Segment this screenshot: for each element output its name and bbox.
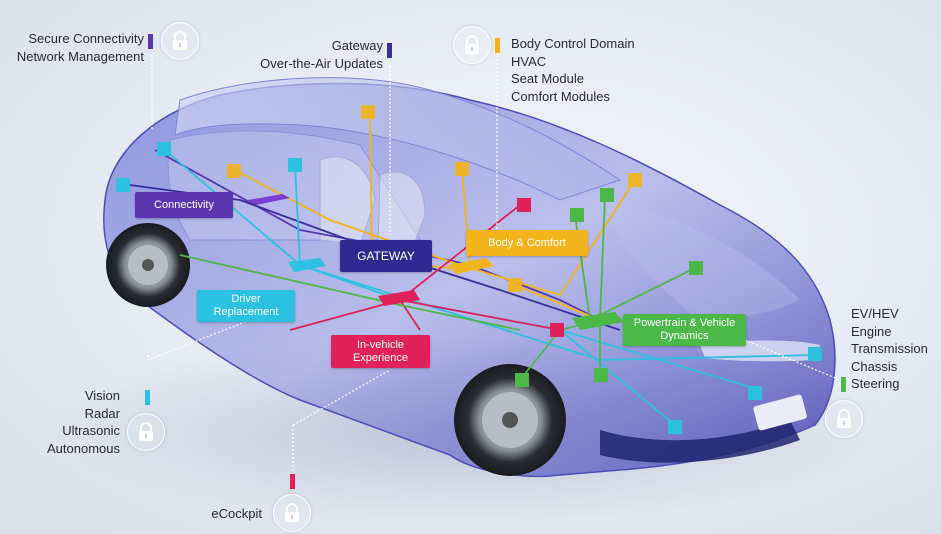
body-comfort-tag: Body & Comfort bbox=[466, 230, 588, 256]
driver-replacement-tag: Driver Replacement bbox=[197, 290, 295, 322]
feature-label: Over-the-Air Updates bbox=[260, 55, 383, 71]
powertrain-tag: Powertrain & Vehicle Dynamics bbox=[623, 314, 746, 346]
feature-label: Secure Connectivity bbox=[28, 31, 144, 46]
feature-label: Chassis bbox=[851, 358, 898, 374]
invehicle-marker bbox=[290, 474, 295, 489]
feature-label: Network Management bbox=[16, 48, 144, 64]
feature-label: eCockpit bbox=[211, 506, 262, 521]
gateway-tag: GATEWAY bbox=[340, 240, 432, 272]
feature-label: EV/HEV bbox=[851, 306, 899, 321]
feature-label: Vision bbox=[84, 388, 120, 403]
body-marker bbox=[495, 38, 500, 53]
feature-label: Transmission bbox=[851, 341, 928, 356]
driver-features: Vision Radar Ultrasonic Autonomous bbox=[20, 387, 120, 457]
feature-label: Seat Module bbox=[511, 71, 584, 86]
gateway-marker bbox=[387, 43, 392, 58]
feature-label: Autonomous bbox=[47, 440, 120, 456]
gateway-features: Gateway Over-the-Air Updates bbox=[232, 37, 383, 72]
lock-icon bbox=[825, 400, 863, 438]
powertrain-marker bbox=[841, 377, 846, 392]
feature-label: Steering bbox=[851, 376, 900, 391]
feature-label: Gateway bbox=[331, 38, 383, 53]
lock-icon bbox=[453, 26, 491, 64]
lock-icon bbox=[273, 494, 311, 532]
feature-label: HVAC bbox=[511, 53, 547, 69]
connectivity-marker bbox=[148, 34, 153, 49]
connectivity-tag: Connectivity bbox=[135, 192, 233, 218]
feature-label: Comfort Modules bbox=[511, 88, 610, 104]
powertrain-features: EV/HEV Engine Transmission Chassis Steer… bbox=[851, 305, 928, 393]
lock-icon bbox=[161, 22, 199, 60]
invehicle-features: eCockpit bbox=[180, 505, 262, 523]
feature-label: Body Control Domain bbox=[511, 36, 635, 51]
feature-label: Radar bbox=[84, 405, 120, 421]
driver-marker bbox=[145, 390, 150, 405]
body-features: Body Control Domain HVAC Seat Module Com… bbox=[511, 35, 635, 105]
feature-label: Engine bbox=[851, 323, 892, 339]
connectivity-features: Secure Connectivity Network Management bbox=[8, 30, 144, 65]
lock-icon bbox=[127, 413, 165, 451]
invehicle-experience-tag: In-vehicle Experience bbox=[331, 335, 430, 368]
feature-label: Ultrasonic bbox=[62, 423, 120, 438]
